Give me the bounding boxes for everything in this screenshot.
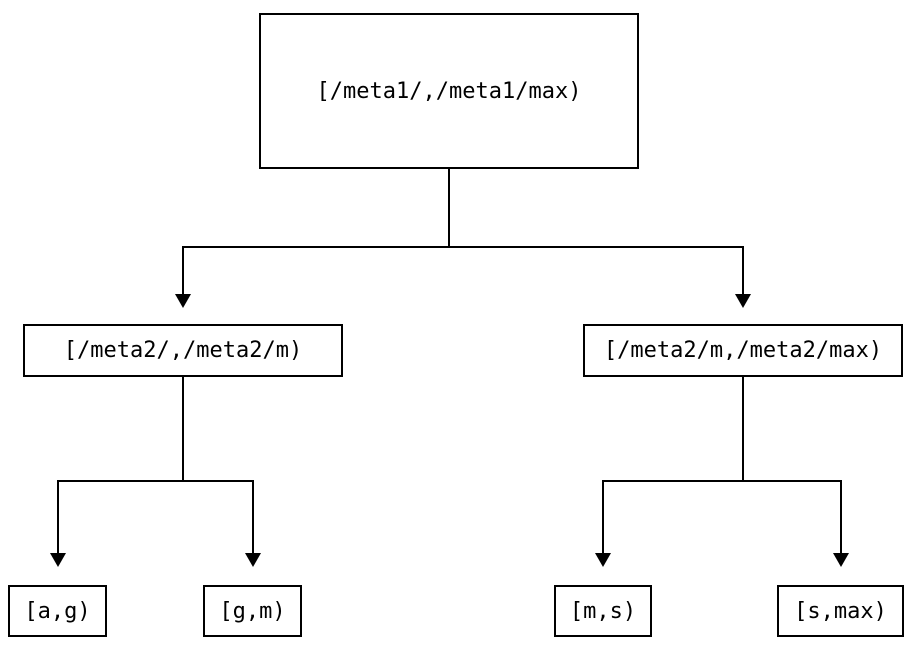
node-leaf-g-m: [g,m) bbox=[203, 585, 302, 637]
node-root-interval: [/meta1/,/meta1/max) bbox=[259, 13, 639, 169]
arrowhead-icon bbox=[595, 553, 611, 567]
node-label: [m,s) bbox=[569, 598, 637, 624]
arrowhead-icon bbox=[735, 294, 751, 308]
node-leaf-a-g: [a,g) bbox=[8, 585, 107, 637]
node-level2-right-interval: [/meta2/m,/meta2/max) bbox=[583, 324, 903, 377]
connector-left-to-leaves bbox=[57, 377, 254, 555]
connector-right-to-leaves bbox=[602, 377, 842, 555]
node-label: [a,g) bbox=[24, 598, 91, 624]
node-leaf-m-s: [m,s) bbox=[554, 585, 652, 637]
node-label: [/meta2/,/meta2/m) bbox=[63, 338, 303, 363]
node-leaf-s-max: [s,max) bbox=[777, 585, 904, 637]
node-label: [g,m) bbox=[219, 598, 286, 624]
node-label: [s,max) bbox=[794, 598, 887, 624]
connector-root-to-level2 bbox=[182, 169, 744, 296]
node-label: [/meta1/,/meta1/max) bbox=[316, 78, 582, 104]
node-label: [/meta2/m,/meta2/max) bbox=[603, 338, 883, 363]
arrowhead-icon bbox=[833, 553, 849, 567]
arrowhead-icon bbox=[50, 553, 66, 567]
node-level2-left-interval: [/meta2/,/meta2/m) bbox=[23, 324, 343, 377]
arrowhead-icon bbox=[175, 294, 191, 308]
arrowhead-icon bbox=[245, 553, 261, 567]
